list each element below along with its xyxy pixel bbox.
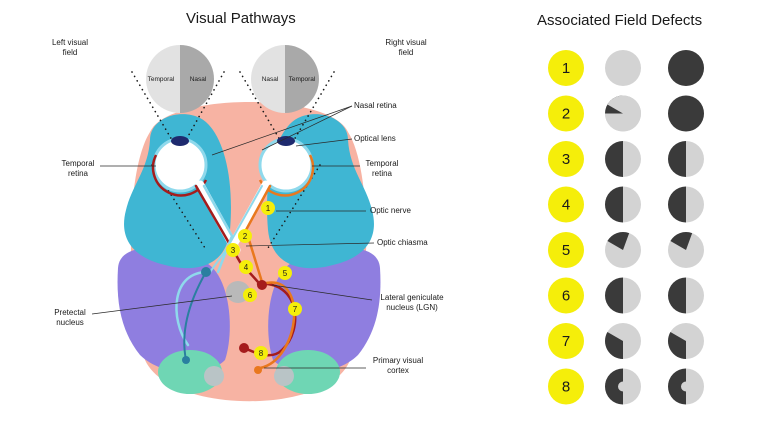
optic-nerve-label: Optic nerve — [370, 206, 411, 215]
nasal-retina-label: Nasal retina — [354, 101, 397, 110]
right-eye-defect-disc — [668, 141, 704, 177]
left-eye-defect-disc — [605, 231, 641, 268]
svg-text:1: 1 — [266, 204, 271, 213]
right-eye — [258, 136, 315, 197]
defect-number: 3 — [562, 151, 570, 168]
left-eye-defect-disc — [605, 186, 641, 223]
lesion-marker-5: 5 — [278, 266, 292, 280]
left-eye-defect-disc — [605, 50, 641, 86]
left-disc-nasal: Nasal — [190, 76, 207, 83]
defect-number-badge — [548, 323, 584, 359]
defect-number-badge — [548, 368, 584, 405]
pointer-lines — [91, 105, 375, 369]
left-disc-temporal: Temporal — [148, 76, 175, 83]
right-eye-defect-disc — [668, 95, 704, 132]
lesion-marker-2: 2 — [238, 229, 252, 243]
left-eye-defect-disc — [605, 277, 641, 314]
defect-number: 6 — [562, 288, 570, 305]
defect-number: 2 — [562, 106, 570, 123]
left-field-disc — [146, 45, 214, 113]
defect-number: 4 — [562, 197, 570, 214]
right-visual-cortex — [276, 350, 340, 394]
svg-text:3: 3 — [231, 246, 236, 255]
optic-chiasma-label: Optic chiasma — [377, 238, 428, 247]
defect-number-badge — [548, 50, 584, 86]
defect-number: 8 — [562, 379, 570, 396]
defect-number: 1 — [562, 60, 570, 77]
sight-lines — [131, 71, 335, 249]
defect-number-badge — [548, 186, 584, 223]
defect-number-badge — [548, 232, 584, 268]
field-defect-row: 1 — [548, 50, 704, 86]
field-defect-row: 8 — [548, 368, 704, 405]
field-defect-row: 6 — [548, 277, 704, 314]
right-disc-nasal: Nasal — [262, 76, 279, 83]
right-eye-defect-disc — [668, 368, 704, 405]
right-eye-defect-disc — [668, 50, 704, 86]
svg-text:7: 7 — [293, 305, 298, 314]
optical-lens-label: Optical lens — [354, 134, 396, 143]
svg-text:6: 6 — [248, 291, 253, 300]
defect-number-badge — [548, 277, 584, 314]
left-eye-defect-disc — [605, 95, 641, 132]
field-defect-row: 7 — [548, 323, 704, 359]
defect-number: 7 — [562, 333, 570, 350]
right-disc-temporal: Temporal — [289, 76, 316, 83]
svg-text:2: 2 — [243, 232, 248, 241]
lesion-marker-4: 4 — [239, 260, 253, 274]
svg-text:8: 8 — [259, 349, 264, 358]
right-eye-defect-disc — [668, 186, 704, 223]
left-eye-defect-disc — [605, 141, 641, 177]
defect-number-badge — [548, 141, 584, 177]
lesion-marker-8: 8 — [254, 346, 268, 360]
defect-number: 5 — [562, 242, 570, 259]
lesion-marker-7: 7 — [288, 302, 302, 316]
lesion-marker-6: 6 — [243, 288, 257, 302]
left-eye-defect-disc — [605, 323, 641, 359]
field-defect-row: 5 — [548, 231, 704, 268]
left-eye-defect-disc — [605, 368, 641, 405]
svg-text:5: 5 — [283, 269, 288, 278]
right-eye-defect-disc — [668, 231, 704, 268]
right-eye-defect-disc — [668, 277, 704, 314]
svg-text:4: 4 — [244, 263, 249, 272]
field-defects-title: Associated Field Defects — [537, 12, 703, 29]
right-field-disc — [251, 45, 319, 113]
right-occipital-lobe — [268, 248, 381, 373]
lesion-marker-1: 1 — [261, 201, 275, 215]
right-eye-defect-disc — [668, 323, 704, 359]
field-defect-row: 3 — [548, 141, 704, 177]
defect-number-badge — [548, 95, 584, 132]
left-visual-cortex — [158, 350, 222, 394]
field-defect-row: 2 — [548, 95, 704, 132]
field-defect-row: 4 — [548, 186, 704, 223]
lesion-marker-3: 3 — [226, 243, 240, 257]
pathways-title: Visual Pathways — [186, 10, 296, 27]
